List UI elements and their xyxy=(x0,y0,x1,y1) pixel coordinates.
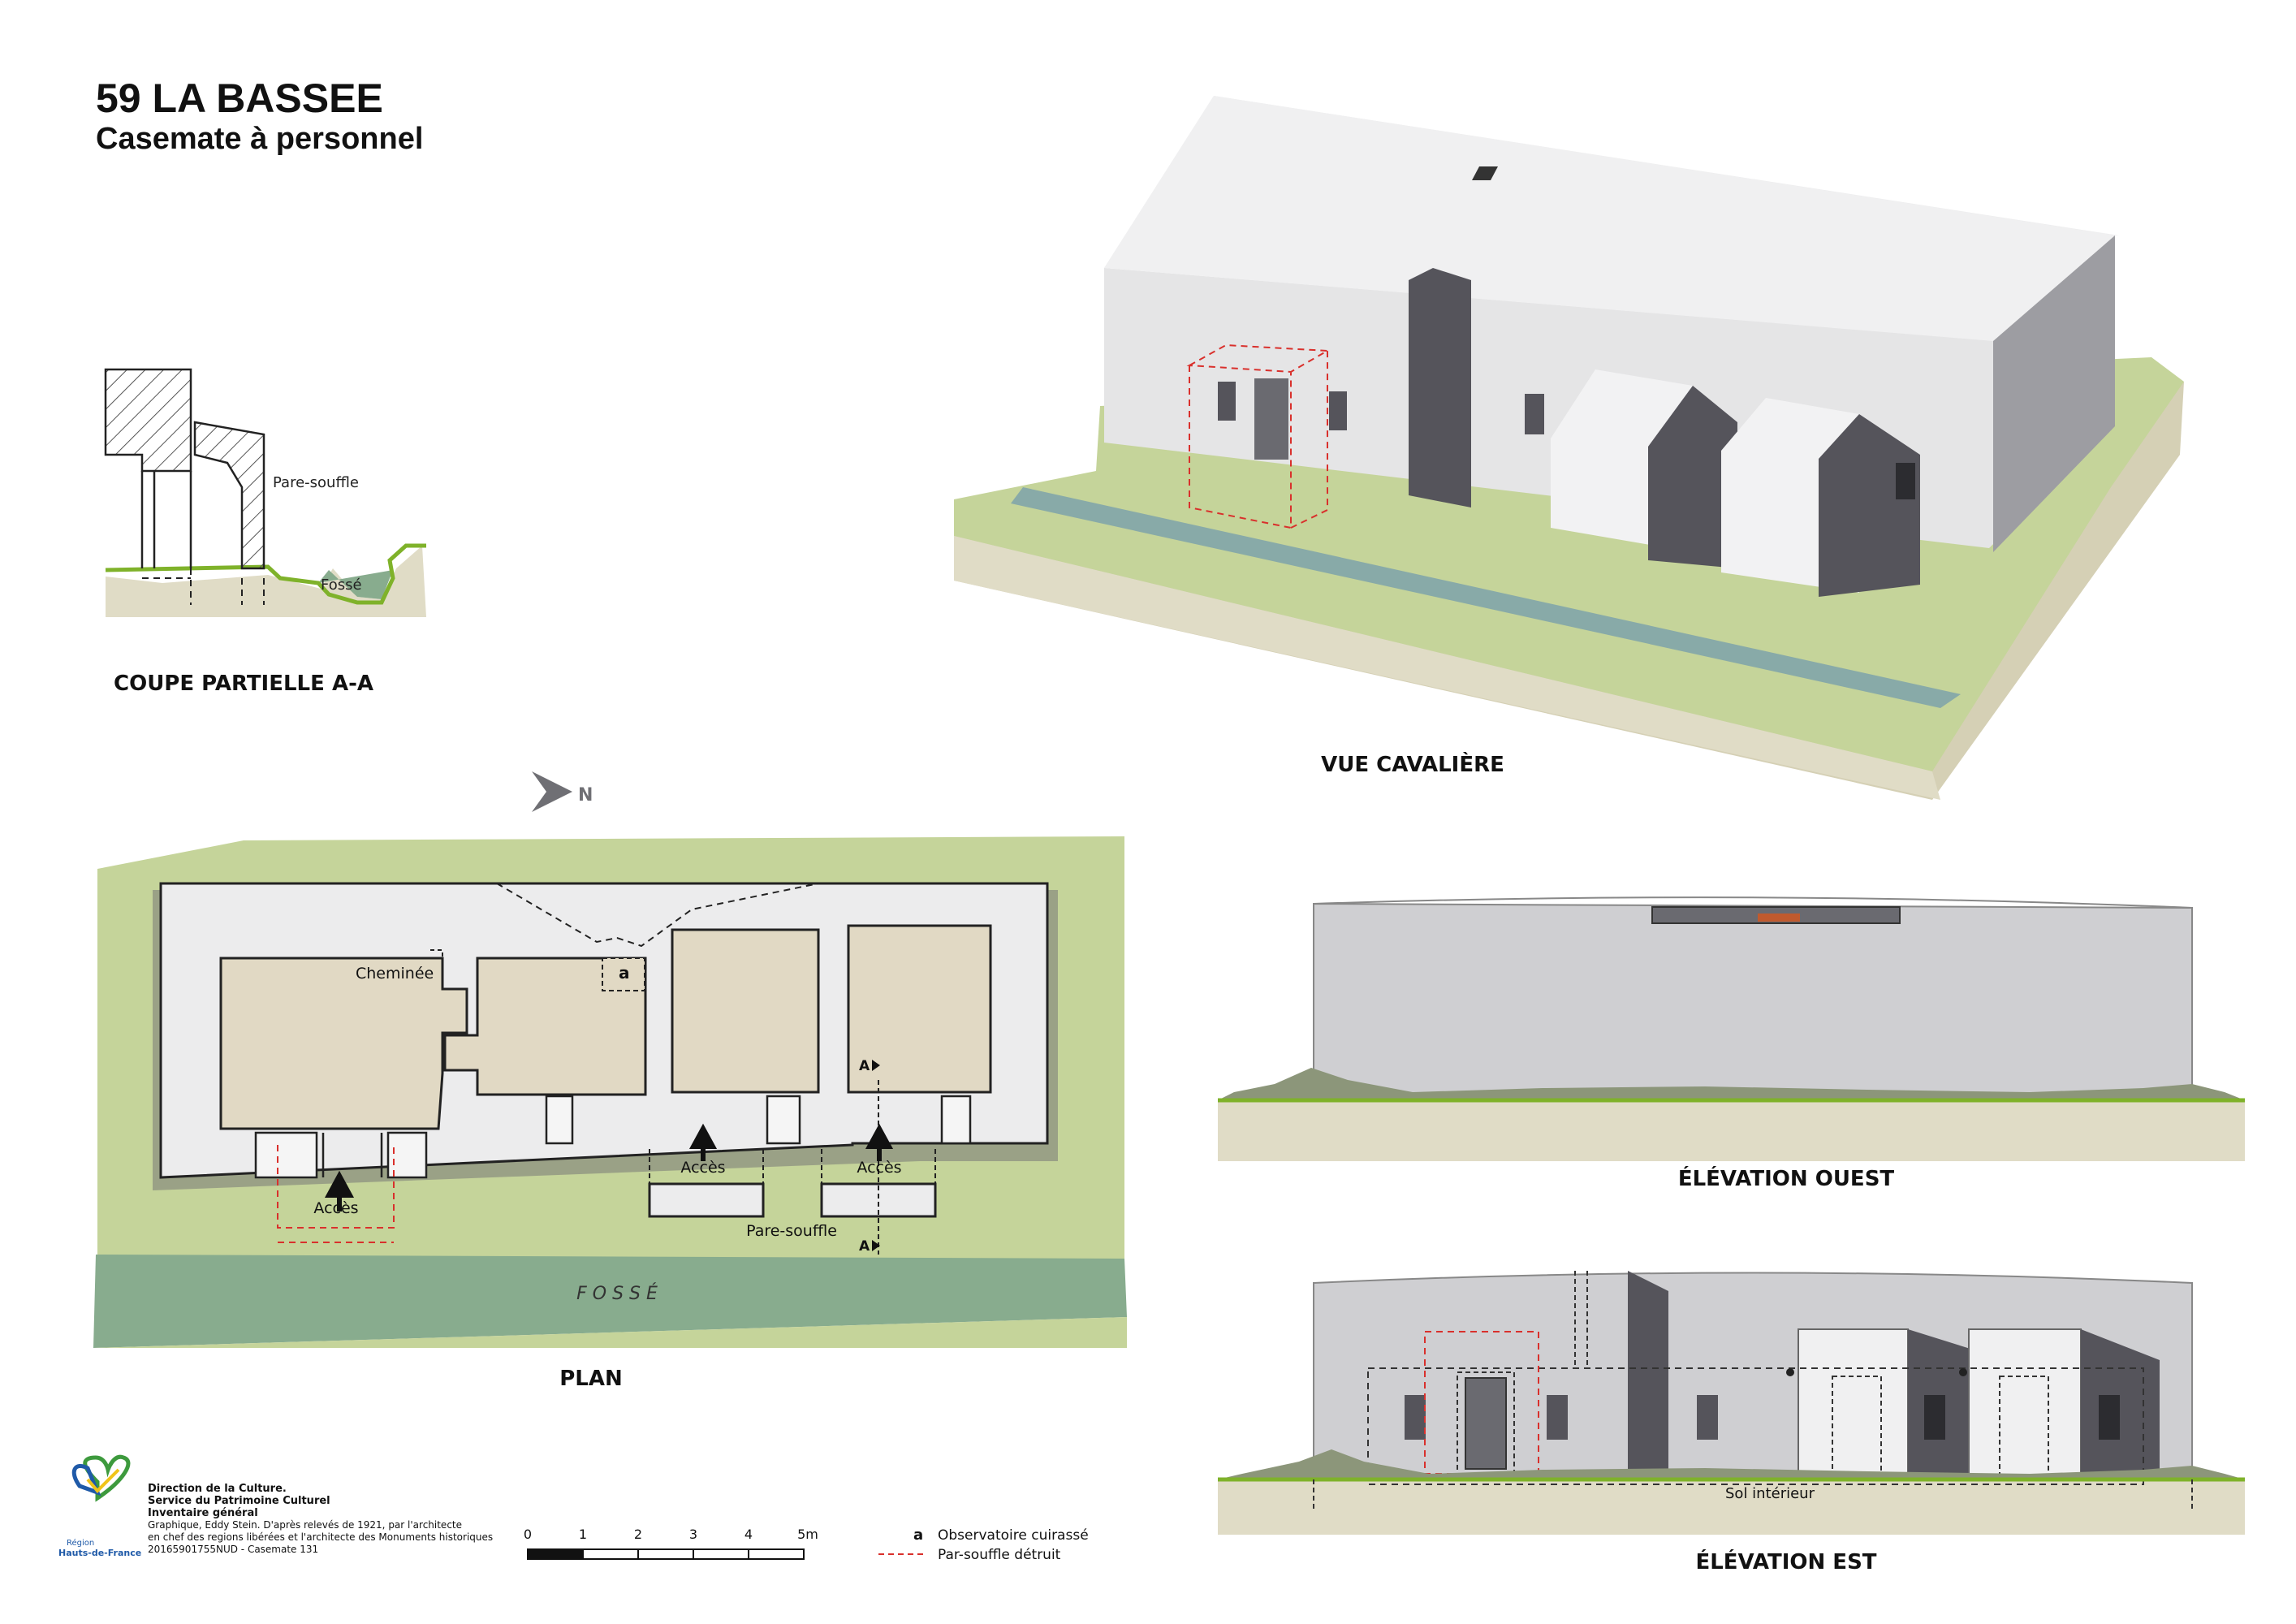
plan-observatory-sightlines xyxy=(496,883,819,948)
plan-access-arrow-2-icon xyxy=(688,1123,718,1161)
east-window-4 xyxy=(1924,1395,1945,1440)
east-window-3 xyxy=(1697,1395,1718,1440)
west-ground-vegetation xyxy=(1218,1068,2245,1100)
cavalier-annex-2-dark xyxy=(1819,414,1920,597)
legend-item-1: Observatoire cuirassé xyxy=(938,1527,1089,1544)
plan-view: N F O S S É a Cheminée xyxy=(93,771,1127,1391)
plan-observatory-box xyxy=(602,957,645,991)
legend-mark-a: a xyxy=(913,1527,923,1544)
credits-line-3: Inventaire général xyxy=(148,1507,258,1519)
plan-room-4 xyxy=(847,924,992,1094)
plan-label-access-2: Accès xyxy=(680,1159,725,1177)
sheet-subtitle: Casemate à personnel xyxy=(96,122,424,156)
east-label-sol: Sol intérieur xyxy=(1725,1485,1815,1502)
plan-access-arrow-1-icon xyxy=(324,1170,355,1212)
cavalier-pilaster xyxy=(1409,268,1471,508)
east-window-1 xyxy=(1405,1395,1426,1440)
cavalier-observatory xyxy=(1472,166,1498,180)
cavalier-side-face xyxy=(1993,235,2115,552)
west-facade xyxy=(1313,902,2193,1101)
plan-access-arrow-3-icon xyxy=(865,1123,894,1161)
plan-label-access-3: Accès xyxy=(857,1159,901,1177)
plan-fosse-band xyxy=(93,1255,1127,1348)
plan-observatory-mark: a xyxy=(619,963,630,983)
north-arrow-label: N xyxy=(578,785,593,806)
west-observatory-hatch xyxy=(1758,914,1800,922)
east-elevation: Sol intérieur ÉLÉVATION EST xyxy=(1218,1271,2245,1574)
logo-line-2: Hauts-de-France xyxy=(58,1548,141,1558)
cavalier-window-4 xyxy=(1896,463,1915,499)
scale-tick-5: 5m xyxy=(797,1527,818,1542)
plan-label-access-1: Accès xyxy=(313,1199,358,1217)
plan-label-pare-souffle: Pare-souffle xyxy=(746,1222,837,1240)
cavalier-destroyed-blast-wall xyxy=(1186,343,1331,529)
credits-line-2: Service du Patrimoine Culturel xyxy=(148,1495,330,1507)
credits-line-6: 20165901755NUD - Casemate 131 xyxy=(148,1544,318,1555)
legend: a Observatoire cuirassé Par-souffle détr… xyxy=(878,1527,1089,1563)
sheet-title: 59 LA BASSEE xyxy=(96,76,383,121)
west-elevation: ÉLÉVATION OUEST xyxy=(1218,896,2245,1191)
cavalier-view: VUE CAVALIÈRE xyxy=(954,96,2184,800)
cavalier-window-3 xyxy=(1525,394,1544,434)
west-soil xyxy=(1218,1100,2245,1161)
plan-destroyed-blast-wall xyxy=(277,1145,395,1229)
east-caption: ÉLÉVATION EST xyxy=(1695,1548,1876,1574)
section-label-fosse: Fossé xyxy=(321,577,362,594)
north-arrow: N xyxy=(532,771,593,812)
scale-bar: 0 1 2 3 4 5m xyxy=(524,1527,818,1560)
east-annex-2-dark xyxy=(2081,1329,2160,1479)
section-pare-souffle-hatched xyxy=(193,421,265,570)
plan-fosse-label: F O S S É xyxy=(576,1283,658,1304)
plan-label-cheminee: Cheminée xyxy=(356,965,434,983)
east-door xyxy=(1465,1377,1507,1470)
plan-pare-souffle-1 xyxy=(648,1182,765,1218)
partial-section: Pare-souffle Fossé COUPE PARTIELLE A-A xyxy=(104,368,426,696)
east-annex-2 xyxy=(1968,1328,2082,1480)
cavalier-ditch xyxy=(1011,487,1961,708)
cavalier-door xyxy=(1254,378,1288,460)
plan-section-mark-top: A xyxy=(859,1058,870,1074)
legend-item-2: Par-souffle détruit xyxy=(938,1547,1061,1563)
east-window-5 xyxy=(2099,1395,2120,1440)
scale-tick-0: 0 xyxy=(524,1527,532,1542)
east-soil xyxy=(1218,1479,2245,1535)
section-caption: COUPE PARTIELLE A-A xyxy=(114,672,373,696)
east-annex-1 xyxy=(1798,1328,1909,1480)
plan-room-2 xyxy=(443,957,647,1096)
east-interior-outline xyxy=(1367,1367,2144,1485)
credits-line-1: Direction de la Culture. xyxy=(148,1483,287,1495)
scale-tick-2: 2 xyxy=(634,1527,642,1542)
plan-room-3 xyxy=(671,928,820,1094)
west-caption: ÉLÉVATION OUEST xyxy=(1678,1165,1895,1191)
logo-line-1: Région xyxy=(67,1538,94,1548)
section-label-pare-souffle: Pare-souffle xyxy=(273,474,359,491)
plan-caption: PLAN xyxy=(559,1367,623,1391)
east-pilaster xyxy=(1628,1271,1668,1479)
east-ground-vegetation xyxy=(1218,1449,2245,1479)
section-ditch-water xyxy=(318,570,393,599)
cavalier-window-2 xyxy=(1218,382,1236,421)
scale-tick-4: 4 xyxy=(744,1527,753,1542)
scale-tick-1: 1 xyxy=(579,1527,587,1542)
plan-section-mark-bottom: A xyxy=(859,1238,870,1255)
section-wall-hatched xyxy=(104,368,192,473)
credits-line-4: Graphique, Eddy Stein. D'après relevés d… xyxy=(148,1519,462,1531)
plan-entrance-jambs-1 xyxy=(254,1131,428,1179)
region-logo: Région Hauts-de-France xyxy=(58,1454,141,1558)
scale-tick-3: 3 xyxy=(689,1527,697,1542)
cavalier-annex-1-dark xyxy=(1648,386,1737,568)
credits-block: Région Hauts-de-France Direction de la C… xyxy=(58,1454,493,1558)
cavalier-soil-edge xyxy=(954,536,1940,800)
north-arrow-icon xyxy=(532,771,572,812)
section-ground-line xyxy=(105,543,426,605)
cavalier-caption: VUE CAVALIÈRE xyxy=(1321,751,1504,777)
east-window-2 xyxy=(1547,1395,1568,1440)
plan-room-1 xyxy=(219,957,468,1130)
cavalier-window-1 xyxy=(1329,391,1347,430)
credits-line-5: en chef des regions libérées et l'archit… xyxy=(148,1531,493,1543)
